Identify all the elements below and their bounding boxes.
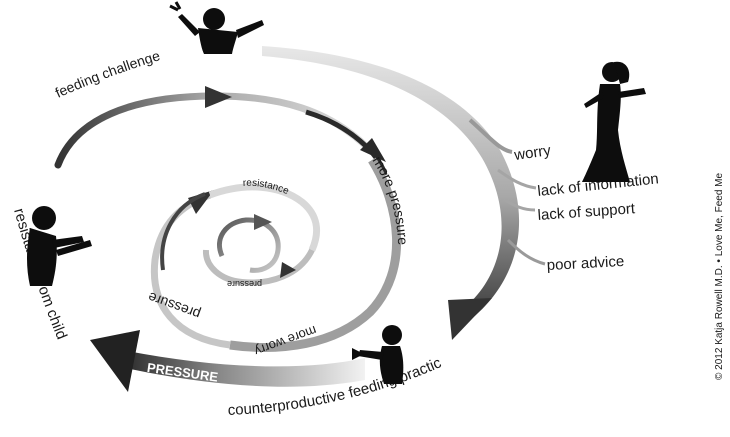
outer-spiral-top-arrowhead <box>205 86 232 108</box>
innermost-arrowhead-top <box>254 214 272 230</box>
adult-silhouette <box>352 325 404 384</box>
inner-spiral-right-arc <box>203 248 315 286</box>
branch-info <box>497 168 537 190</box>
child-silhouette <box>27 206 92 286</box>
branch-advice <box>506 238 546 266</box>
branch-support <box>504 198 536 212</box>
outer-spiral-right-arrowhead <box>360 138 386 162</box>
label-poor-advice: poor advice <box>546 253 624 274</box>
label-pressure-inner: pressure <box>227 279 262 289</box>
middle-spiral-right-arc <box>229 157 401 352</box>
pressure-arrow-head <box>90 330 140 392</box>
innermost-arrowhead-bottom <box>280 262 296 278</box>
innermost-spiral <box>217 217 281 273</box>
toddler-silhouette <box>169 1 264 54</box>
woman-silhouette <box>582 61 646 182</box>
label-resistance-inner: resistance <box>243 178 291 197</box>
middle-spiral-left-arc <box>150 191 231 349</box>
pressure-arrow-body <box>122 350 365 387</box>
outer-spiral-right-arc <box>305 109 388 176</box>
label-feeding-challenge: feeding challenge <box>53 47 162 101</box>
label-lack-of-support: lack of support <box>537 200 636 224</box>
label-more-pressure: more pressure <box>370 153 412 245</box>
outer-right-sweep <box>262 46 520 320</box>
copyright-credit: © 2012 Katja Rowell M.D. • Love Me, Feed… <box>714 172 725 380</box>
outer-spiral-top-arc <box>54 92 374 169</box>
label-more-worry: more worry <box>252 323 319 359</box>
branch-worry <box>468 118 513 154</box>
middle-spiral-inner-arc <box>160 192 206 271</box>
label-worry: worry <box>512 142 552 164</box>
middle-spiral-arrowhead <box>188 190 214 214</box>
inner-spiral-top-arc <box>208 183 321 252</box>
outer-right-sweep-arrowhead <box>448 298 492 340</box>
